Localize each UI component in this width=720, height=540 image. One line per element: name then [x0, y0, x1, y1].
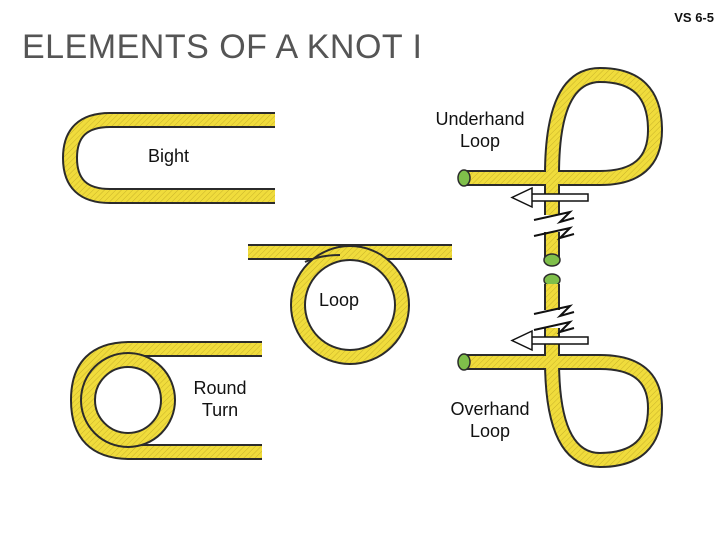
arrow-left-icon [510, 329, 589, 352]
label-underhand-loop: Underhand Loop [420, 108, 540, 152]
overhand-loop-rope [457, 328, 664, 469]
round-turn-rope [69, 341, 262, 460]
label-underhand-loop-line2: Loop [459, 131, 501, 151]
label-bight: Bight [148, 146, 190, 166]
bight-rope [61, 112, 275, 204]
label-loop: Loop [319, 290, 360, 310]
loop-rope [248, 244, 452, 365]
underhand-loop-rope [457, 66, 664, 215]
label-overhand-loop: Overhand Loop [430, 398, 550, 442]
break-mark-icon [533, 304, 575, 335]
label-round-turn-line1: Round [193, 378, 247, 398]
label-round-turn: Round Turn [180, 377, 260, 421]
label-overhand-loop-line2: Loop [469, 421, 511, 441]
label-overhand-loop-line1: Overhand [450, 399, 530, 419]
slide-code: VS 6-5 [674, 10, 714, 25]
standing-part-rope [543, 232, 561, 310]
break-mark-icon [533, 210, 575, 241]
label-round-turn-line2: Turn [201, 400, 239, 420]
arrow-left-icon [510, 186, 589, 209]
label-underhand-loop-line1: Underhand [435, 109, 525, 129]
slide-title: ELEMENTS OF A KNOT I [22, 28, 423, 66]
